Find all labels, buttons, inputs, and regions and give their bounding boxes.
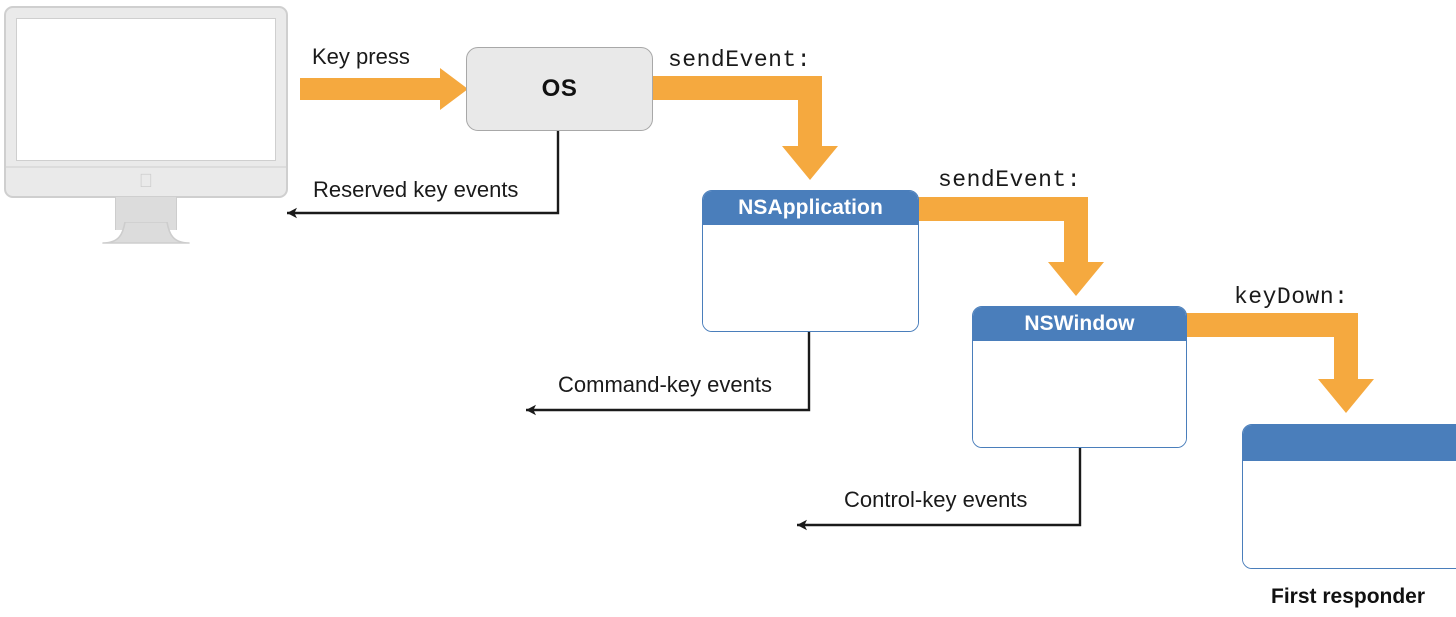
node-nswindow-body (973, 341, 1186, 447)
node-nsapplication[interactable]: NSApplication (702, 190, 919, 332)
arrow-command-key-events (526, 331, 811, 416)
label-send-event-to-app: sendEvent: (668, 47, 812, 73)
arrow-nsapplication-to-nswindow (917, 197, 1104, 296)
node-first-responder-caption: First responder (1271, 585, 1426, 608)
arrow-control-key-events (797, 448, 1082, 531)
label-key-down: keyDown: (1234, 284, 1349, 310)
node-first-responder[interactable] (1242, 424, 1456, 569)
label-send-event-to-window: sendEvent: (938, 167, 1082, 193)
arrow-nswindow-to-first-responder (1185, 313, 1374, 413)
label-key-press: Key press (312, 44, 410, 69)
node-nswindow[interactable]: NSWindow (972, 306, 1187, 448)
node-os[interactable]: OS (466, 47, 653, 131)
node-os-label: OS (541, 75, 578, 102)
display-monitor:  (4, 6, 288, 244)
monitor-stand-foot (97, 221, 195, 244)
node-nsapplication-header: NSApplication (703, 191, 918, 225)
node-nsapplication-body (703, 225, 918, 331)
arrow-os-to-nsapplication (650, 76, 838, 180)
label-command-key-events: Command-key events (558, 372, 772, 397)
label-reserved-key-events: Reserved key events (313, 177, 519, 202)
monitor-chin-divider (6, 166, 286, 168)
node-first-responder-body (1243, 461, 1456, 568)
arrow-key-press (300, 68, 468, 110)
apple-logo-icon:  (138, 172, 155, 192)
arrow-reserved-key-events (287, 131, 560, 219)
monitor-screen (16, 18, 276, 161)
label-control-key-events: Control-key events (844, 487, 1028, 512)
node-nswindow-header: NSWindow (973, 307, 1186, 341)
node-first-responder-header (1243, 425, 1456, 461)
